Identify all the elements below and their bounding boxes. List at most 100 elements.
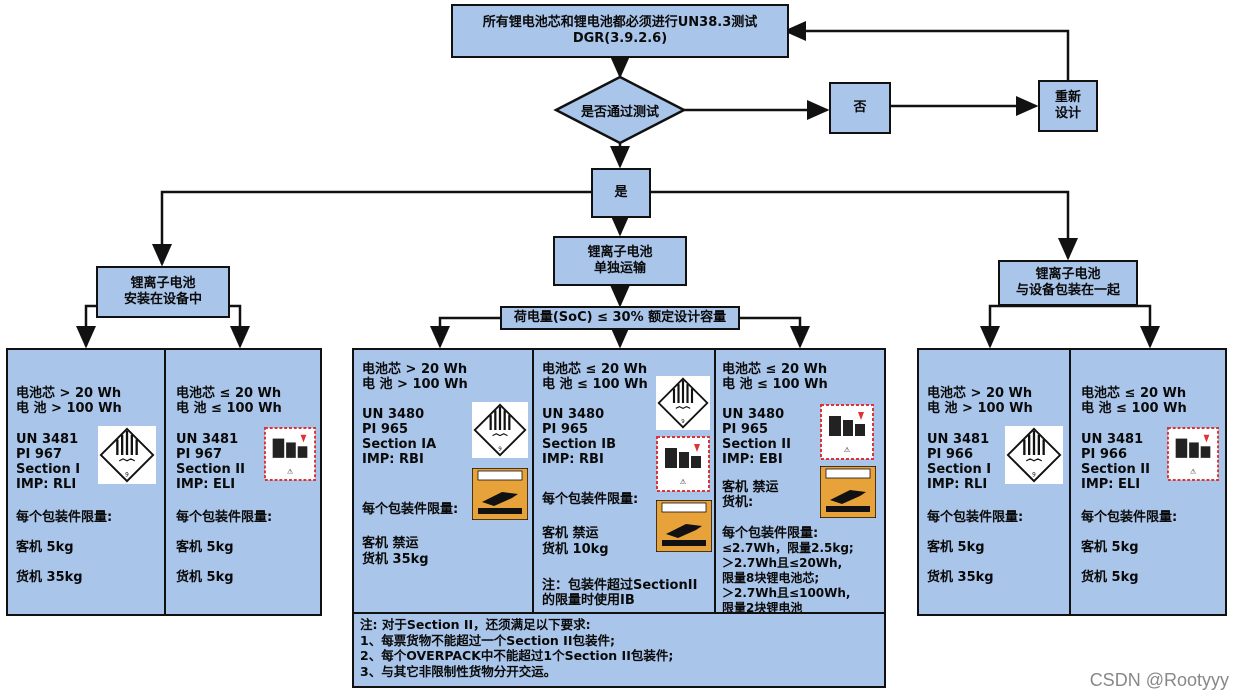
un-number: UN 3481 [927, 432, 990, 447]
svg-text:9: 9 [498, 447, 502, 453]
imp-code: IMP: EBI [722, 452, 783, 467]
imp-code: IMP: ELI [176, 477, 236, 492]
section: Section II [722, 437, 791, 452]
cell-threshold: 电池芯 > 20 Wh [362, 362, 468, 377]
package-limit-label: 每个包装件限量: [927, 510, 1024, 525]
cell-threshold: 电池芯 ≤ 20 Wh [722, 362, 828, 377]
packing-instruction: PI 966 [1081, 447, 1128, 462]
battery-threshold: 电 池 ≤ 100 Wh [542, 377, 648, 392]
lithium-battery-mark-icon: ⚠ [656, 436, 710, 492]
passenger-limit: 客机 禁运 [722, 480, 779, 495]
cargo-limit: 货机 35kg [362, 552, 429, 567]
packed-panel: 电池芯 > 20 Wh 电 池 > 100 Wh UN 3481 PI 966 … [917, 348, 1227, 616]
note-item: 3、与其它非限制性货物分开交运。 [360, 663, 557, 679]
section: Section IA [362, 437, 437, 452]
section: Section II [176, 462, 245, 477]
un38-3-test-box: 所有锂电池芯和锂电池都必须进行UN38.3测试 DGR(3.9.2.6) [451, 4, 789, 58]
note-title: 注: 对于Section II，还须满足以下要求: [360, 617, 591, 632]
cell-threshold: 电池芯 ≤ 20 Wh [542, 362, 648, 377]
svg-text:⚠: ⚠ [680, 478, 687, 486]
standalone-col-section-ii: 电池芯 ≤ 20 Wh 电 池 ≤ 100 Wh UN 3480 PI 965 … [714, 350, 884, 615]
installed-col-small: 电池芯 ≤ 20 Wh 电 池 ≤ 100 Wh UN 3481 PI 967 … [164, 350, 322, 614]
cell-threshold: 电池芯 > 20 Wh [16, 386, 122, 401]
imp-code: IMP: ELI [1081, 477, 1141, 492]
svg-text:⚠: ⚠ [844, 446, 851, 454]
limit-rule: 限量8块锂电池芯; [722, 571, 820, 585]
imp-code: IMP: RBI [542, 452, 604, 467]
limit-rule: ≤2.7Wh，限量2.5kg; [722, 541, 854, 555]
installed-panel: 电池芯 > 20 Wh 电 池 > 100 Wh UN 3481 PI 967 … [6, 348, 322, 616]
battery-threshold: 电 池 ≤ 100 Wh [176, 401, 282, 416]
section-ib-note: 注：包装件超过SectionII [542, 578, 698, 593]
class9-hazard-label-icon: 9 [472, 402, 528, 458]
imp-code: IMP: RLI [16, 477, 77, 492]
lithium-battery-mark-icon: ⚠ [264, 426, 316, 482]
cargo-limit: 货机 35kg [927, 570, 994, 585]
svg-text:9: 9 [1032, 472, 1036, 478]
packing-instruction: PI 967 [176, 447, 223, 462]
un-number: UN 3480 [542, 407, 605, 422]
cell-threshold: 电池芯 > 20 Wh [927, 386, 1033, 401]
section: Section I [16, 462, 81, 477]
battery-threshold: 电 池 > 100 Wh [362, 377, 468, 392]
package-limit-label: 每个包装件限量: [362, 502, 459, 517]
un-number: UN 3481 [1081, 432, 1144, 447]
battery-threshold: 电 池 ≤ 100 Wh [1081, 401, 1187, 416]
package-limit-label: 每个包装件限量: [722, 526, 819, 541]
yes-box: 是 [591, 168, 651, 218]
redesign-box: 重新 设计 [1038, 80, 1098, 132]
class9-hazard-label-icon: 9 [98, 426, 156, 484]
cargo-limit: 货机 5kg [176, 570, 234, 585]
installed-in-equipment-box: 锂离子电池 安装在设备中 [96, 266, 230, 318]
package-limit-label: 每个包装件限量: [542, 492, 639, 507]
standalone-col-section-ib: 电池芯 ≤ 20 Wh 电 池 ≤ 100 Wh UN 3480 PI 965 … [532, 350, 716, 612]
standalone-col-section-ia: 电池芯 > 20 Wh 电 池 > 100 Wh UN 3480 PI 965 … [354, 350, 534, 612]
packing-instruction: PI 965 [362, 422, 409, 437]
cargo-limit: 货机: [722, 495, 754, 510]
section-ii-requirements-note: 注: 对于Section II，还须满足以下要求: 1、每票货物不能超过一个Se… [352, 612, 886, 688]
cell-threshold: 电池芯 ≤ 20 Wh [1081, 386, 1187, 401]
un-number: UN 3481 [16, 432, 79, 447]
cargo-aircraft-only-label-icon [655, 499, 713, 553]
limit-rule: 限量2块锂电池 [722, 601, 803, 615]
passenger-limit: 客机 禁运 [362, 536, 419, 551]
imp-code: IMP: RBI [362, 452, 424, 467]
package-limit-label: 每个包装件限量: [16, 510, 113, 525]
un-number: UN 3481 [176, 432, 239, 447]
class9-hazard-label-icon: 9 [656, 376, 710, 430]
package-limit-label: 每个包装件限量: [176, 510, 273, 525]
no-box: 否 [829, 82, 891, 134]
lithium-battery-mark-icon: ⚠ [820, 404, 874, 460]
limit-rule: ＞2.7Wh且≤100Wh, [722, 586, 851, 600]
packing-instruction: PI 965 [722, 422, 769, 437]
passenger-limit: 客机 禁运 [542, 526, 599, 541]
cargo-aircraft-only-label-icon [471, 467, 529, 521]
section-ib-note-cont: 的限量时使用IB [542, 593, 635, 608]
battery-threshold: 电 池 > 100 Wh [16, 401, 122, 416]
svg-text:⚠: ⚠ [287, 467, 293, 475]
packing-instruction: PI 966 [927, 447, 974, 462]
svg-text:9: 9 [125, 472, 129, 478]
packing-instruction: PI 967 [16, 447, 63, 462]
battery-threshold: 电 池 ≤ 100 Wh [722, 377, 828, 392]
section: Section I [927, 462, 992, 477]
limit-rule: ＞2.7Wh且≤20Wh, [722, 556, 843, 570]
note-item: 2、每个OVERPACK中不能超过1个Section II包装件; [360, 648, 674, 663]
decision-label: 是否通过测试 [580, 105, 659, 120]
packed-col-small: 电池芯 ≤ 20 Wh 电 池 ≤ 100 Wh UN 3481 PI 966 … [1069, 350, 1225, 614]
cargo-limit: 货机 10kg [542, 542, 609, 557]
section: Section II [1081, 462, 1150, 477]
passenger-limit: 客机 5kg [16, 540, 74, 555]
svg-text:9: 9 [681, 419, 685, 425]
soc-box: 荷电量(SoC) ≤ 30% 额定设计容量 [500, 306, 740, 330]
class9-hazard-label-icon: 9 [1005, 426, 1063, 484]
cell-threshold: 电池芯 ≤ 20 Wh [176, 386, 282, 401]
section: Section IB [542, 437, 617, 452]
packing-instruction: PI 965 [542, 422, 589, 437]
passenger-limit: 客机 5kg [927, 540, 985, 555]
passenger-limit: 客机 5kg [1081, 540, 1139, 555]
cargo-limit: 货机 5kg [1081, 570, 1139, 585]
standalone-panel: 电池芯 > 20 Wh 电 池 > 100 Wh UN 3480 PI 965 … [352, 348, 886, 615]
battery-threshold: 电 池 > 100 Wh [927, 401, 1033, 416]
